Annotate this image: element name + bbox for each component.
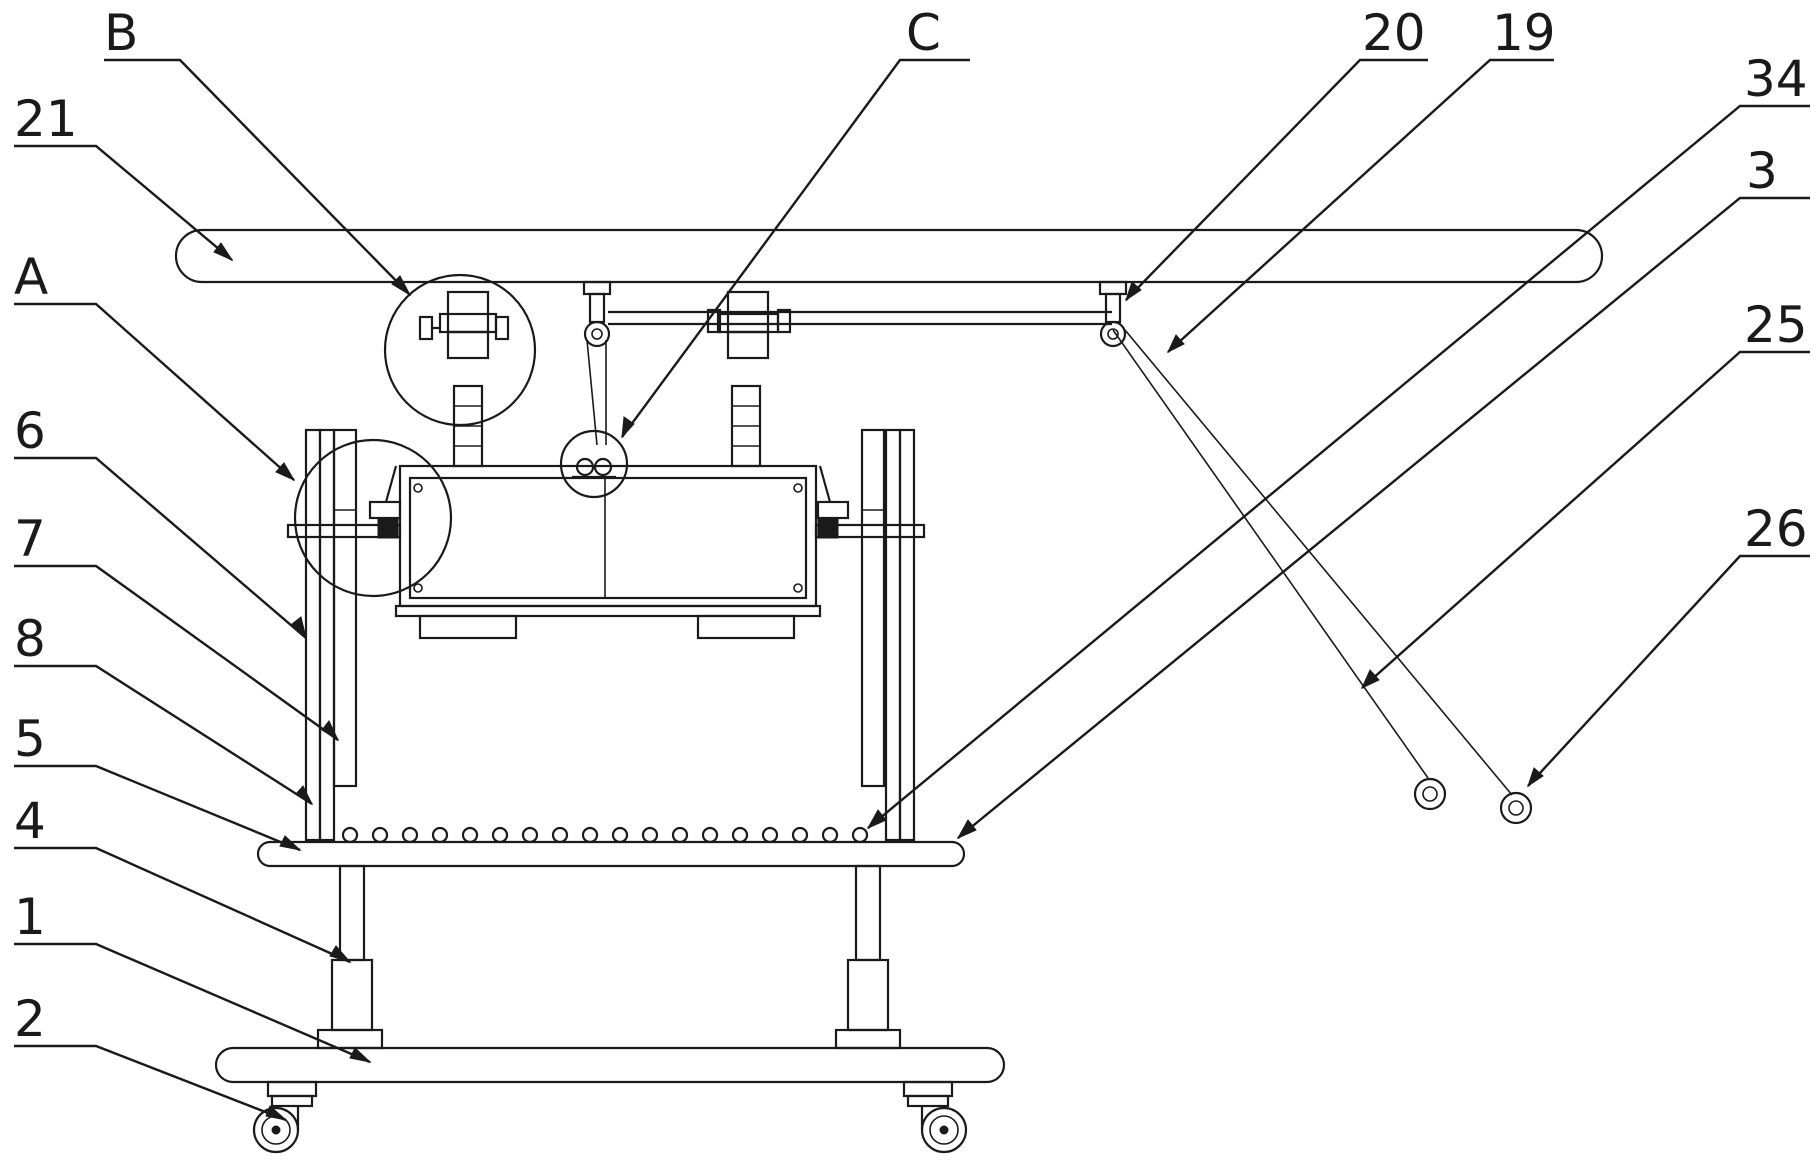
label-3: 3 — [1746, 142, 1778, 200]
roller — [371, 826, 389, 844]
platform — [256, 840, 966, 868]
left-track-clamp — [418, 290, 510, 360]
roller — [761, 826, 779, 844]
roller — [491, 826, 509, 844]
roller — [401, 826, 419, 844]
central-box — [394, 464, 822, 640]
top-rail — [174, 228, 1604, 284]
roller — [581, 826, 599, 844]
roller — [641, 826, 659, 844]
right-uprights — [860, 428, 916, 842]
roller — [431, 826, 449, 844]
label-4: 4 — [14, 792, 46, 850]
left-hanger-pulley — [582, 280, 612, 446]
label-34: 34 — [1744, 50, 1808, 108]
roller — [791, 826, 809, 844]
roller — [551, 826, 569, 844]
side-arms — [286, 465, 926, 539]
label-1: 1 — [14, 888, 46, 946]
roller — [461, 826, 479, 844]
hanging-track — [608, 310, 1112, 326]
roller — [521, 826, 539, 844]
roller — [851, 826, 869, 844]
rollers — [341, 826, 869, 844]
label-19: 19 — [1492, 4, 1556, 62]
detail-circles — [293, 273, 629, 598]
label-2: 2 — [14, 990, 46, 1048]
label-B: B — [104, 4, 138, 62]
roller — [671, 826, 689, 844]
roller — [821, 826, 839, 844]
legs — [316, 864, 902, 1050]
label-6: 6 — [14, 402, 46, 460]
label-25: 25 — [1744, 296, 1808, 354]
base — [214, 1046, 1006, 1084]
label-C: C — [906, 4, 941, 62]
leader-lines — [14, 58, 1810, 1122]
support-rods — [452, 384, 762, 468]
label-5: 5 — [14, 710, 46, 768]
label-21: 21 — [14, 90, 78, 148]
roller — [701, 826, 719, 844]
hanging-ropes — [1112, 329, 1533, 825]
right-hanger-pulley — [1098, 280, 1128, 348]
arrowheads — [213, 242, 1544, 1121]
casters — [252, 1080, 968, 1154]
label-8: 8 — [14, 610, 46, 668]
labels: B C 20 19 34 21 3 A 25 6 26 7 8 5 4 1 2 — [14, 4, 1808, 1048]
roller — [731, 826, 749, 844]
label-A: A — [14, 248, 48, 306]
label-26: 26 — [1744, 500, 1808, 558]
label-20: 20 — [1362, 4, 1426, 62]
label-7: 7 — [14, 510, 46, 568]
roller — [611, 826, 629, 844]
left-uprights — [304, 428, 358, 842]
roller — [341, 826, 359, 844]
